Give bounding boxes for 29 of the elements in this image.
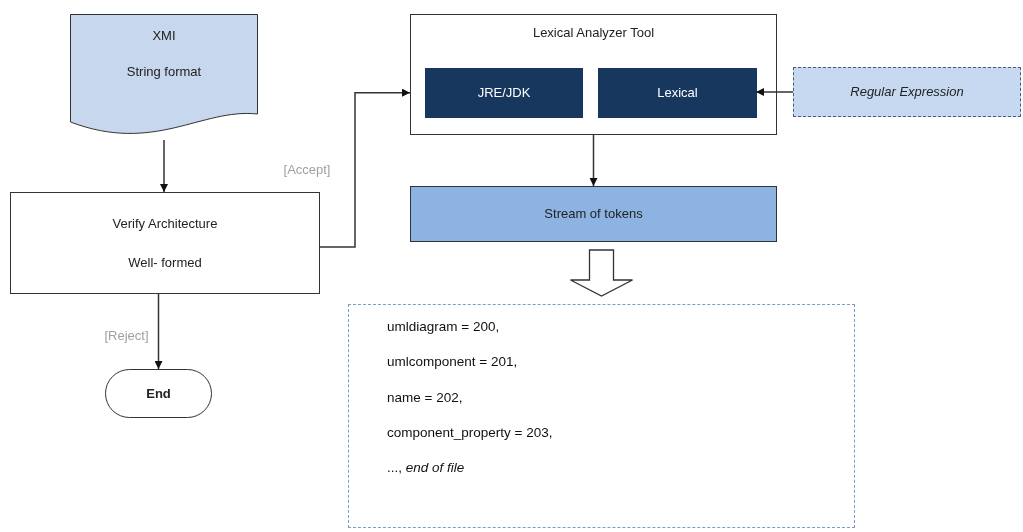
token-line: umlcomponent = 201,: [387, 353, 518, 372]
token-line: name = 202,: [387, 388, 463, 407]
token-line: component_property = 203,: [387, 423, 553, 442]
process-box: [425, 68, 583, 118]
node-text: Stream of tokens: [544, 205, 643, 224]
node-text: JRE/JDK: [477, 84, 531, 103]
token-line: ..., end of file: [387, 459, 465, 477]
arrow: [154, 293, 163, 370]
node-text: End: [146, 384, 171, 403]
group-box: [410, 14, 777, 135]
token-list-box: [348, 304, 855, 528]
node-text: Regular Expression: [850, 83, 964, 102]
process-box: [10, 192, 320, 294]
arrow: [319, 88, 411, 248]
terminator-shape: [105, 369, 212, 418]
node-text: Well- formed: [128, 254, 202, 272]
output-box: [410, 186, 777, 242]
node-text: Lexical Analyzer Tool: [532, 24, 655, 42]
node-text: String format: [126, 62, 202, 81]
input-box: [793, 67, 1021, 117]
token-line: umldiagram = 200,: [387, 318, 500, 336]
node-title: XMI: [152, 27, 176, 45]
node-title: Verify Architecture: [112, 214, 218, 233]
block-arrow: [569, 249, 634, 297]
node-text: Lexical: [657, 84, 698, 103]
process-box: [598, 68, 757, 118]
arrow: [755, 88, 794, 96]
arrow: [160, 139, 168, 193]
arrow: [589, 134, 598, 187]
